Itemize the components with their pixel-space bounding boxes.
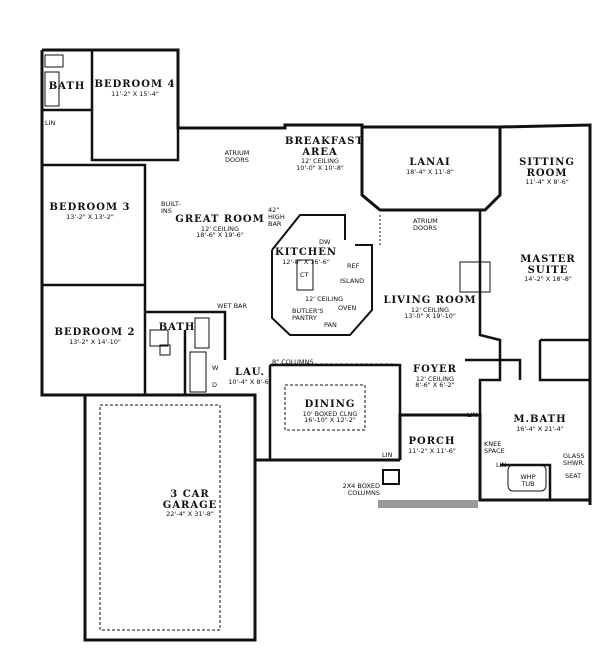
room-ceiling: 12' CEILING bbox=[300, 157, 340, 165]
atrium-doors-note: ATRIUM DOORS bbox=[224, 149, 250, 164]
room-dims: 10'-0" X 10'-8" bbox=[296, 163, 344, 172]
room-name: DINING bbox=[304, 399, 356, 410]
high-bar-note: 42" HIGH BAR bbox=[268, 206, 285, 228]
room-name: BATH bbox=[48, 81, 86, 92]
room-laundry: LAU.10'-4" X 8'-6" bbox=[228, 367, 272, 386]
hatched-walls bbox=[378, 469, 478, 508]
room-dims: 10'-4" X 8'-6" bbox=[228, 377, 272, 386]
kitchen-walls bbox=[271, 214, 373, 336]
room-name: LANAI bbox=[409, 157, 451, 168]
room-name: FOYER bbox=[413, 364, 457, 375]
room-dims: 14'-2" X 18'-8" bbox=[524, 275, 572, 283]
room-name: BEDROOM 2 bbox=[54, 327, 136, 338]
island-counter bbox=[296, 259, 314, 291]
columns-note: 8" COLUMNS bbox=[272, 358, 314, 366]
oven-note: OVEN bbox=[338, 304, 357, 312]
room-dims: 13'-0" X 19'-10" bbox=[404, 312, 456, 321]
room-bath-2: BATH bbox=[158, 322, 196, 334]
room-dims: 11'-2" X 11'-6" bbox=[408, 446, 456, 455]
room-dims: 11'-2" X 15'-4" bbox=[111, 89, 159, 98]
room-dims: 18'-6" X 19'-6" bbox=[196, 231, 244, 240]
washer-note: W bbox=[212, 364, 219, 372]
room-dims: 12'-8" X 16'-6" bbox=[282, 257, 330, 266]
room-name: 3 CAR GARAGE bbox=[162, 489, 218, 511]
glass-shower-note: GLASS SHWR. bbox=[563, 452, 585, 467]
room-name: PORCH bbox=[408, 436, 456, 447]
room-name: BEDROOM 4 bbox=[94, 79, 176, 90]
linen-note: LIN bbox=[467, 411, 478, 419]
linen-note: LIN bbox=[382, 451, 393, 459]
room-name: M.BATH bbox=[513, 414, 567, 425]
garage-bay-outline bbox=[99, 404, 221, 631]
dishwasher-note: DW bbox=[319, 238, 331, 246]
whirlpool-tub-note: WHP TUB bbox=[520, 473, 536, 488]
linen-note: LIN bbox=[45, 119, 56, 127]
cooktop-note: CT bbox=[300, 271, 309, 279]
butlers-pantry-note: BUTLER'S PANTRY bbox=[292, 307, 324, 322]
room-name: BATH bbox=[158, 322, 196, 333]
room-ceiling: 10' BOXED CLNG bbox=[302, 409, 358, 418]
knee-space-note: KNEE SPACE bbox=[484, 440, 505, 455]
room-name: LAU. bbox=[234, 367, 266, 378]
room-dims: 8'-6" X 6'-2" bbox=[415, 381, 455, 390]
room-dims: 13'-2" X 13'-2" bbox=[66, 212, 114, 221]
fixtures bbox=[44, 54, 547, 631]
kitchen-ceiling: 12' CEILING bbox=[305, 295, 344, 303]
room-name: BREAKFAST AREA bbox=[285, 136, 364, 158]
seat-note: SEAT bbox=[565, 472, 582, 480]
dryer-note: D bbox=[212, 381, 218, 389]
room-ceiling: 12' CEILING bbox=[415, 374, 455, 383]
room-name: LIVING ROOM bbox=[383, 295, 477, 306]
room-name: MASTER SUITE bbox=[520, 254, 576, 276]
boxed-ceiling-outline bbox=[284, 384, 366, 431]
room-dims: 22'-4" X 31'-8" bbox=[166, 510, 214, 518]
boxed-columns-note: 2X4 BOXED COLUMNS bbox=[342, 482, 380, 497]
room-name: KITCHEN bbox=[275, 247, 337, 258]
room-dims: 13'-2" X 14'-10" bbox=[69, 337, 121, 346]
built-ins-note: BUILT-INS bbox=[161, 200, 181, 215]
room-name: SITTING ROOM bbox=[519, 157, 575, 179]
linen-note: LIN bbox=[496, 461, 507, 469]
room-dims: 16'-10" X 12'-2" bbox=[304, 416, 356, 425]
pantry-note: PAN bbox=[324, 321, 337, 329]
room-name: GREAT ROOM bbox=[175, 214, 265, 225]
room-ceiling: 12' CEILING bbox=[410, 305, 450, 314]
room-ceiling: 12' CEILING bbox=[200, 224, 240, 233]
room-dims: 11'-4" X 8'-6" bbox=[525, 178, 569, 186]
room-bath-1: BATH bbox=[48, 81, 86, 93]
interior-walls bbox=[42, 50, 590, 500]
room-name: BEDROOM 3 bbox=[49, 202, 131, 213]
refrigerator-note: REF bbox=[347, 262, 360, 270]
wet-bar-note: WET BAR bbox=[217, 302, 247, 310]
room-dims: 18'-4" X 11'-8" bbox=[406, 167, 454, 176]
island-note: ISLAND bbox=[340, 277, 365, 285]
atrium-doors-note: ATRIUM DOORS bbox=[413, 217, 438, 232]
room-dims: 16'-4" X 21'-4" bbox=[516, 424, 564, 433]
